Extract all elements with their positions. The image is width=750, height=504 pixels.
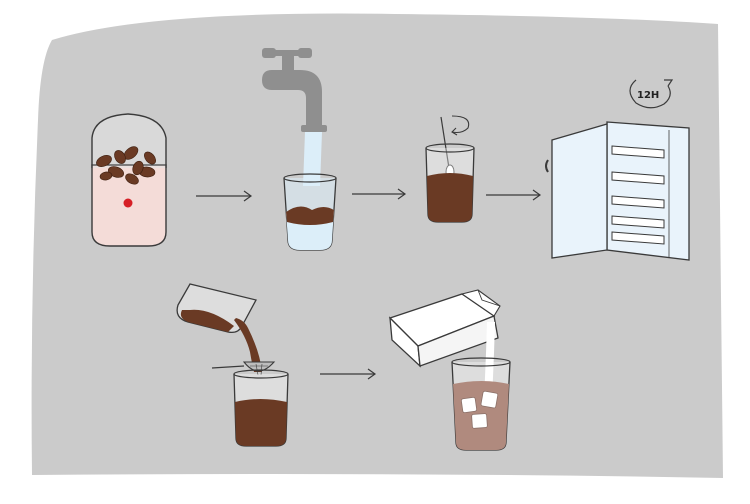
- arrow-step-4: [320, 368, 377, 380]
- water-glass: [283, 173, 337, 251]
- timer-icon: 12H: [629, 79, 674, 109]
- arrow-step-2: [352, 188, 407, 200]
- arrow-step-1: [196, 190, 253, 202]
- timer-label: 12H: [637, 90, 659, 101]
- background-panel: [31, 13, 724, 478]
- fridge-shelves: [611, 145, 665, 245]
- grinder-icon: [91, 113, 167, 247]
- ice-cubes: [460, 390, 499, 429]
- milk-stream: [484, 322, 495, 398]
- water-stream: [303, 132, 322, 186]
- pouring-glass: [176, 283, 262, 372]
- faucet-icon: [262, 48, 327, 132]
- milk-carton-icon: [388, 289, 501, 368]
- strained-glass: [233, 369, 289, 447]
- coffee-beans: [96, 146, 156, 185]
- stir-arrow: [451, 115, 470, 134]
- arrow-step-3: [486, 189, 542, 201]
- stir-glass: [425, 143, 475, 223]
- grinder-button: [123, 198, 133, 208]
- fridge-icon: [545, 121, 690, 261]
- iced-latte-glass: [451, 357, 511, 451]
